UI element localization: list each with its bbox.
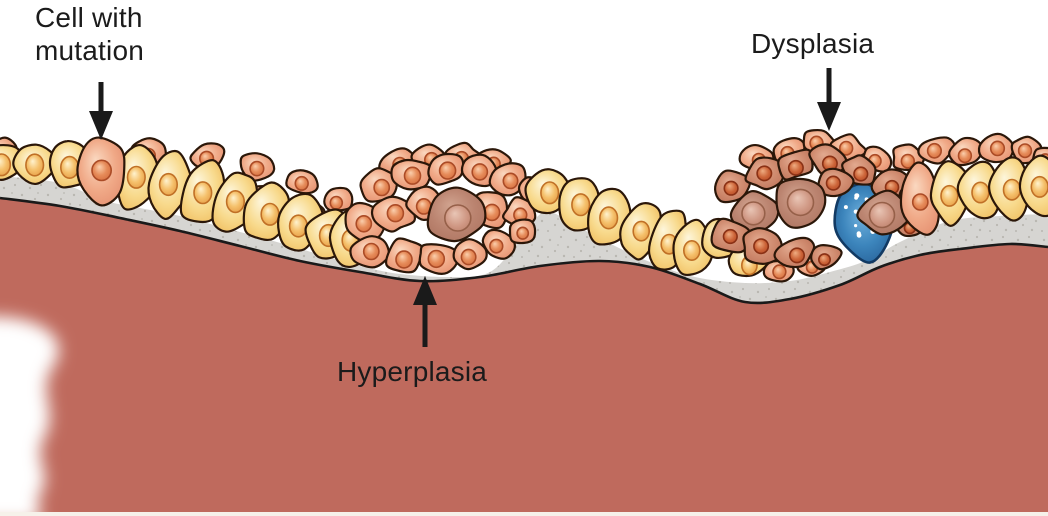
annotation-arrows bbox=[89, 68, 841, 347]
dysplastic-cell bbox=[742, 227, 784, 265]
hyperplastic-cell bbox=[452, 238, 488, 271]
dysplastic-cell bbox=[773, 236, 816, 269]
hyperplastic-cell bbox=[460, 153, 499, 188]
epithelial-cell bbox=[1018, 154, 1048, 218]
dysplastic-cell bbox=[710, 217, 752, 254]
epithelial-cell bbox=[899, 161, 941, 236]
tissue-top-line bbox=[0, 196, 1048, 305]
mutated-cell bbox=[76, 136, 126, 207]
epithelial-cell bbox=[12, 143, 59, 185]
basal-cell bbox=[239, 152, 276, 182]
dysplastic-cell bbox=[808, 143, 848, 177]
dysplastic-cell bbox=[777, 148, 814, 181]
label-dysplasia: Dysplasia bbox=[751, 28, 875, 59]
epithelial-cell bbox=[956, 160, 1001, 220]
basal-cell bbox=[977, 132, 1015, 164]
epithelial-cell bbox=[929, 160, 971, 227]
dysplastic-cell bbox=[810, 244, 843, 271]
hyperplastic-cell bbox=[427, 152, 465, 186]
hyperplastic-cell bbox=[508, 218, 537, 245]
mutation-arrow bbox=[89, 82, 113, 140]
enlarged-atypical-cell bbox=[729, 190, 780, 234]
epithelial-cell-layer bbox=[0, 128, 1048, 283]
hyperplasia-arrow bbox=[413, 276, 437, 347]
connective-tissue bbox=[0, 196, 1048, 516]
enlarged-atypical-cell bbox=[775, 177, 827, 229]
basal-cell bbox=[323, 186, 354, 212]
label-hyperplasia: Hyperplasia bbox=[337, 356, 488, 387]
hyperplastic-cell bbox=[359, 167, 399, 203]
enlarged-atypical-cell bbox=[856, 189, 912, 236]
basal-cell bbox=[948, 136, 985, 167]
basal-cell bbox=[285, 169, 319, 195]
hyperplastic-cell bbox=[349, 235, 391, 269]
torn-edge-white bbox=[0, 316, 59, 516]
basal-cell bbox=[917, 136, 956, 165]
tissue-fill bbox=[0, 198, 1048, 516]
hyperplastic-cell bbox=[488, 162, 527, 197]
hyperplastic-cell bbox=[418, 243, 459, 275]
torn-edge-fade bbox=[0, 316, 1048, 516]
label-cell-with-mutation: Cell with mutation bbox=[35, 2, 144, 66]
hyperplastic-cell bbox=[390, 158, 434, 191]
dysplasia-arrow bbox=[817, 68, 841, 131]
enlarged-atypical-cell bbox=[426, 186, 487, 243]
hyperplastic-cell bbox=[385, 237, 425, 274]
bottom-strip bbox=[0, 512, 1048, 516]
